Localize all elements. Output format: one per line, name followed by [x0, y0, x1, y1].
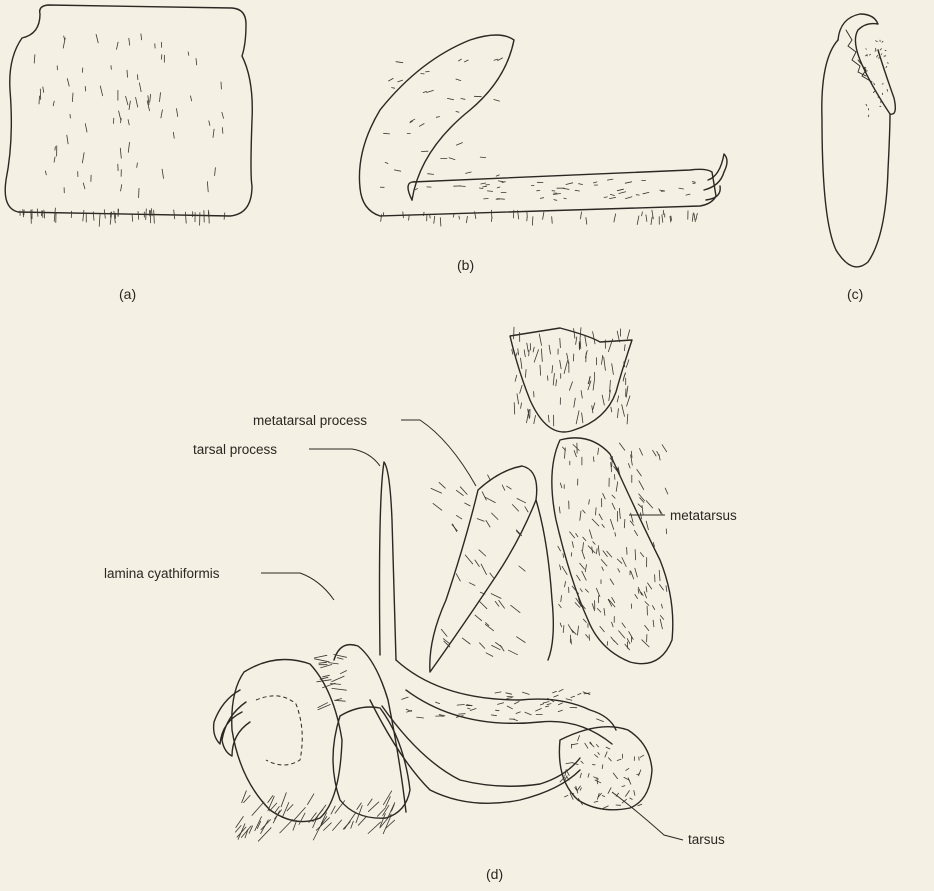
- label-metatarsus: metatarsus: [670, 508, 737, 523]
- label-lamina-cyathiformis: lamina cyathiformis: [104, 566, 220, 581]
- annotation-leaders: [261, 420, 683, 840]
- panel-c-fang: [838, 14, 895, 114]
- panel-a-drawing: [5, 5, 252, 226]
- panel-b-label: (b): [457, 257, 474, 273]
- label-tarsus: tarsus: [688, 832, 725, 847]
- panel-d-upper-segment: [510, 328, 632, 432]
- panel-d-drawing: [214, 327, 673, 841]
- panel-c-body-outline: [822, 40, 890, 267]
- leader-tarsus: [612, 792, 683, 840]
- panel-a-label: (a): [119, 286, 136, 302]
- panel-d-tarsal-process: [380, 462, 397, 660]
- leader-metatarsal-process: [401, 420, 476, 486]
- panel-d-metatarsus: [552, 438, 673, 664]
- panel-b-drawing: [359, 35, 727, 226]
- panel-d-label: (d): [486, 866, 503, 882]
- panel-a-setae: [20, 34, 225, 226]
- label-metatarsal-process: metatarsal process: [253, 413, 367, 428]
- label-tarsal-process: tarsal process: [193, 442, 277, 457]
- leader-lamina-cyathiformis: [261, 573, 334, 600]
- panel-c-label: (c): [847, 286, 863, 302]
- panel-d-tarsus-upper-sweep: [396, 660, 616, 730]
- panel-d-distal-segment: [333, 707, 410, 818]
- panel-b-setae: [380, 58, 697, 226]
- panel-a-plate-outline: [5, 5, 252, 216]
- panel-b-claw: [704, 154, 727, 190]
- panel-d-lamina-cyathiformis: [334, 645, 406, 812]
- leader-tarsal-process: [309, 449, 380, 466]
- panel-c-drawing: [822, 14, 896, 267]
